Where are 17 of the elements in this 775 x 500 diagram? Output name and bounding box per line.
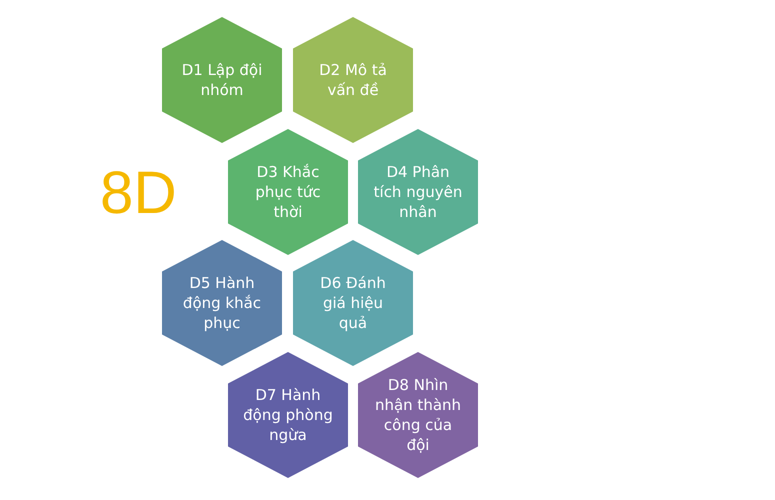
hexagon-label: D3 Khắc phục tức thời [254,162,322,222]
hexagon [293,240,413,366]
hexagon [162,240,282,366]
hexagon-label: D1 Lập đội nhóm [180,60,264,100]
hexagon [228,129,348,255]
hexagon-label: D2 Mô tả vấn đề [318,60,388,100]
hexagon [358,129,478,255]
title-label: 8D [100,158,177,228]
hexagon [228,352,348,478]
hexagon-label: D4 Phân tích nguyên nhân [372,162,464,222]
hexagon-label: D7 Hành động phòng ngừa [242,385,334,445]
hexagon [358,352,478,478]
hexagon [162,17,282,143]
hexagon-label: D6 Đánh giá hiệu quả [319,273,387,333]
hexagon-label: D8 Nhìn nhận thành công của đội [374,375,462,455]
hexagon [293,17,413,143]
hexagon-label: D5 Hành động khắc phục [182,273,262,333]
